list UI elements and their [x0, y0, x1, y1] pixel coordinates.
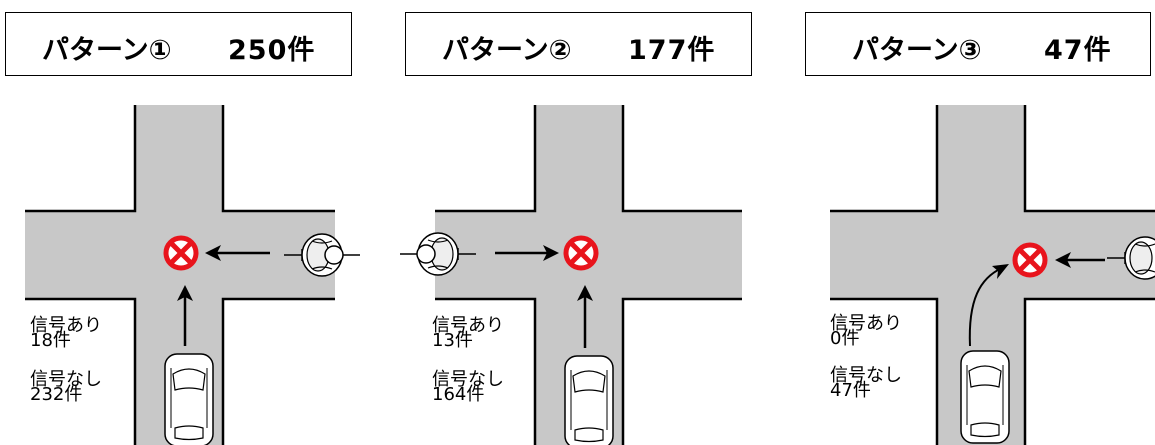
nosignal-stat: 信号なし 164件 — [432, 369, 504, 405]
conflict-icon — [563, 235, 599, 271]
pattern-count: 47件 — [1044, 35, 1112, 66]
pattern-count: 250件 — [228, 35, 316, 66]
nosignal-stat: 信号なし 232件 — [30, 369, 102, 405]
pattern-name: パターン① — [42, 35, 172, 66]
pattern-title-box: パターン② 177件 — [405, 12, 752, 76]
signal-count: 0件 — [830, 328, 860, 349]
bicycle-arrow-icon — [205, 245, 270, 261]
pattern-panel-3: パターン③ 47件 信号あり 0件 信号なし 47件 — [800, 0, 1155, 445]
signal-count: 13件 — [432, 330, 473, 351]
nosignal-label: 信号なし — [30, 369, 102, 390]
pattern-name: パターン③ — [852, 35, 982, 66]
intersection-diagram-1 — [25, 105, 360, 445]
bicycle-arrow-icon — [495, 245, 559, 261]
signal-label: 信号あり — [432, 315, 504, 336]
pattern-title-box: パターン③ 47件 — [805, 12, 1151, 76]
conflict-icon — [163, 235, 199, 271]
bicycle-arrow-icon — [1055, 252, 1105, 268]
pattern-count: 177件 — [628, 35, 716, 66]
bicycle-icon — [284, 233, 360, 277]
car-arrow-icon — [968, 264, 1009, 347]
signal-stat: 信号あり 18件 — [30, 315, 102, 351]
conflict-icon — [1012, 242, 1048, 278]
road-intersection — [830, 105, 1155, 445]
signal-stat: 信号あり 0件 — [830, 313, 902, 349]
nosignal-label: 信号なし — [830, 365, 902, 386]
pattern-panel-1: パターン① 250件 信号あり 18件 信号なし 232件 — [0, 0, 360, 445]
car-arrow-icon — [577, 285, 593, 348]
car-icon — [564, 355, 614, 445]
bicycle-icon — [400, 232, 476, 276]
pattern-panel-2: パターン② 177件 信号あり 13件 信号なし 164件 — [400, 0, 760, 445]
pattern-title-box: パターン① 250件 — [5, 12, 352, 76]
signal-stat: 信号あり 13件 — [432, 315, 504, 351]
intersection-diagram-3 — [830, 105, 1155, 445]
nosignal-count: 232件 — [30, 384, 83, 405]
signal-count: 18件 — [30, 330, 71, 351]
bicycle-icon — [1107, 236, 1155, 280]
car-icon — [164, 353, 214, 445]
intersection-diagram-2 — [400, 105, 742, 445]
nosignal-stat: 信号なし 47件 — [830, 365, 902, 401]
signal-label: 信号あり — [30, 315, 102, 336]
nosignal-label: 信号なし — [432, 369, 504, 390]
car-arrow-icon — [177, 285, 193, 346]
nosignal-count: 47件 — [830, 380, 871, 401]
pattern-name: パターン② — [442, 35, 572, 66]
car-icon — [960, 350, 1010, 444]
nosignal-count: 164件 — [432, 384, 485, 405]
signal-label: 信号あり — [830, 313, 902, 334]
